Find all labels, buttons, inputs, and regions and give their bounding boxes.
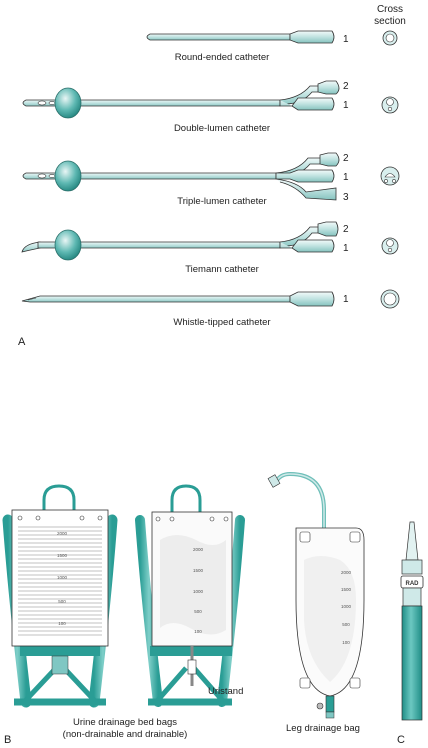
lumen-number: 1 (343, 172, 349, 183)
scale-mark: 1500 (341, 587, 352, 592)
catheter-label: Tiemann catheter (185, 264, 259, 275)
bed-bags-label-line1: Urine drainage bed bags (73, 717, 177, 728)
catheter-label: Double-lumen catheter (174, 123, 270, 134)
catheter-label: Triple-lumen catheter (177, 196, 266, 207)
double-lumen-catheter (22, 80, 399, 119)
catheter-label: Whistle-tipped catheter (173, 317, 270, 328)
round-ended-catheter (146, 30, 398, 46)
scale-mark: 1000 (341, 604, 352, 609)
bed-bag-non-drainable (2, 484, 118, 708)
scale-mark: 2000 (341, 570, 352, 575)
lumen-number: 3 (343, 192, 349, 203)
lumen-number: 2 (343, 81, 349, 92)
tiemann-catheter (21, 221, 399, 261)
lumen-number: 1 (343, 34, 349, 45)
panel-label-c: C (397, 734, 405, 746)
scale-mark: 2000 (57, 531, 68, 536)
balloon (54, 229, 82, 261)
scale-mark: 1500 (57, 553, 68, 558)
scale-mark: 500 (58, 599, 66, 604)
bed-bags-label-line2: (non-drainable and drainable) (63, 729, 188, 740)
uristand-label: Uristand (208, 686, 243, 697)
lumen-number: 1 (343, 100, 349, 111)
balloon (54, 87, 82, 119)
triple-lumen-catheter (22, 152, 400, 201)
scale-mark: 100 (194, 629, 202, 634)
bed-bag-drainable (135, 484, 245, 707)
scale-mark: 500 (194, 609, 202, 614)
connector-label: RAD (406, 581, 420, 587)
lumen-number: 2 (343, 224, 349, 235)
scale-mark: 1500 (193, 568, 204, 573)
cross-section-header-line1: Cross (377, 4, 403, 15)
scale-mark: 100 (58, 621, 66, 626)
scale-mark: 1000 (57, 575, 68, 580)
cross-section-header-line2: section (374, 16, 406, 27)
scale-mark: 500 (342, 622, 350, 627)
lumen-number: 1 (343, 294, 349, 305)
leg-drainage-bag (267, 471, 365, 719)
whistle-tipped-catheter (21, 289, 400, 309)
lumen-number: 1 (343, 243, 349, 254)
drainage-connector (400, 521, 424, 721)
lumen-number: 2 (343, 153, 349, 164)
scale-mark: 1000 (193, 589, 204, 594)
scale-mark: 100 (342, 640, 350, 645)
catheter-label: Round-ended catheter (175, 52, 270, 63)
panel-label-b: B (4, 734, 11, 746)
scale-mark: 2000 (193, 547, 204, 552)
balloon (54, 160, 82, 192)
leg-bag-label: Leg drainage bag (286, 723, 360, 734)
panel-label-a: A (18, 336, 26, 348)
